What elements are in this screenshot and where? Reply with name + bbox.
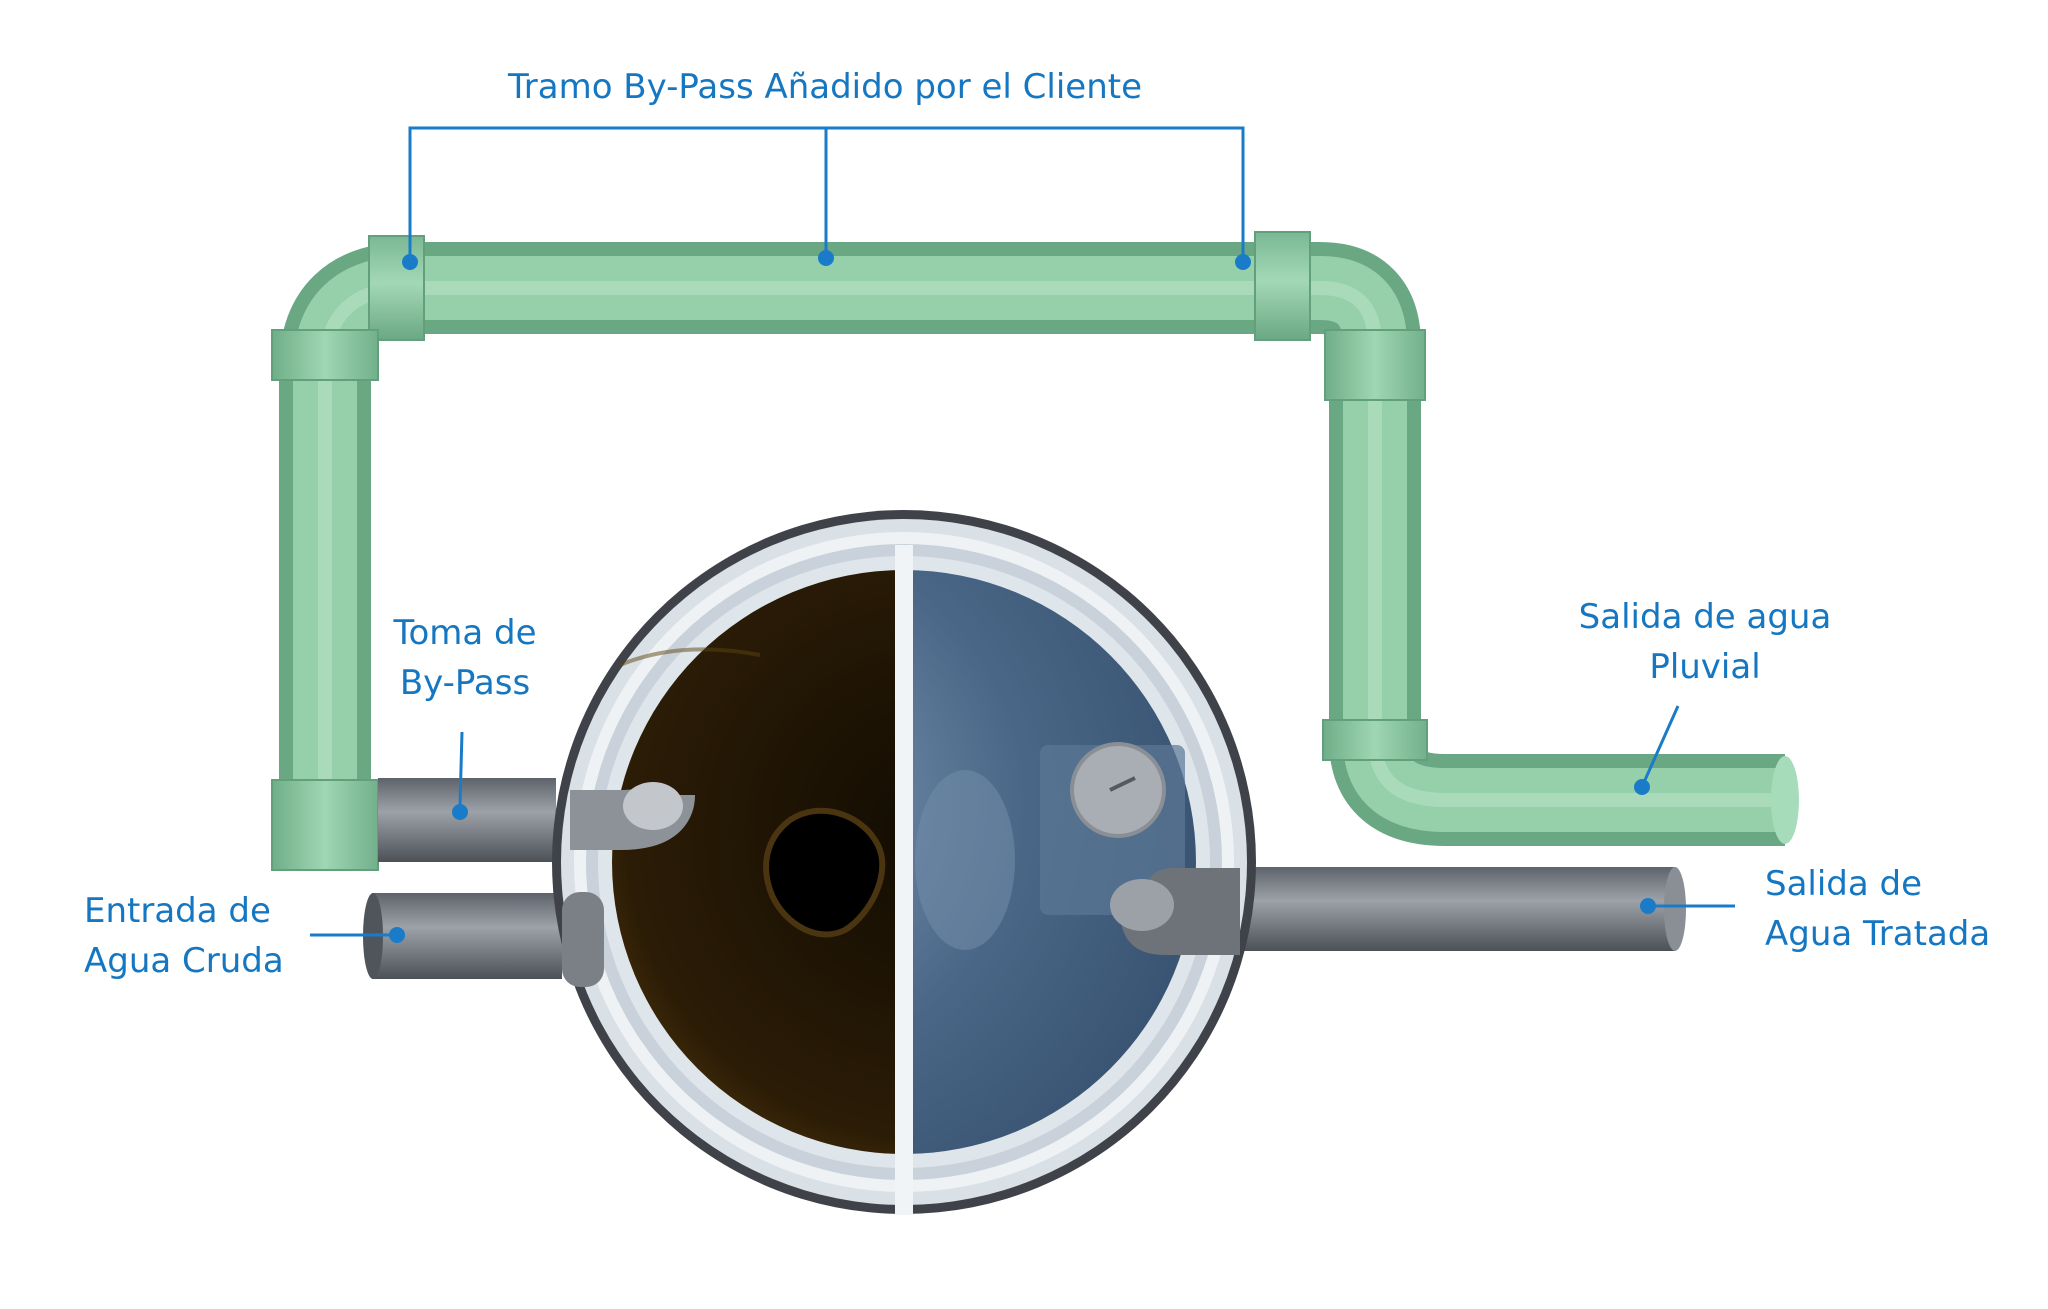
chamber-divider xyxy=(895,545,913,1215)
callout-bypass-intake xyxy=(452,731,468,820)
outlet-elbow xyxy=(1070,742,1240,955)
callout-rain-water-outlet xyxy=(1634,705,1680,795)
label-treated-water-outlet: Salida de Agua Tratada xyxy=(1765,864,1991,954)
raw-water-inlet-pipe xyxy=(363,893,562,979)
bypass-intake-pipe xyxy=(378,778,556,862)
raw-water-chamber xyxy=(612,570,904,1154)
label-rain-water-outlet: Salida de agua Pluvial xyxy=(1578,597,1832,687)
callout-raw-water-inlet xyxy=(310,927,405,943)
label-bypass-section: Tramo By-Pass Añadido por el Cliente xyxy=(507,67,1143,107)
callout-dot-bypass-middle xyxy=(818,250,834,266)
callout-dot-bypass-left xyxy=(402,254,418,270)
tank xyxy=(552,510,1256,1215)
callout-bypass-section xyxy=(408,126,1245,262)
treated-water-outlet-pipe xyxy=(1240,867,1686,951)
callout-treated-water-outlet xyxy=(1640,898,1735,914)
label-raw-water-inlet: Entrada de Agua Cruda xyxy=(84,891,284,981)
inlet-elbow xyxy=(562,782,695,987)
label-bypass-intake: Toma de By-Pass xyxy=(393,613,537,703)
callout-dot-bypass-right xyxy=(1235,254,1251,270)
bypass-pipe xyxy=(271,231,1799,871)
